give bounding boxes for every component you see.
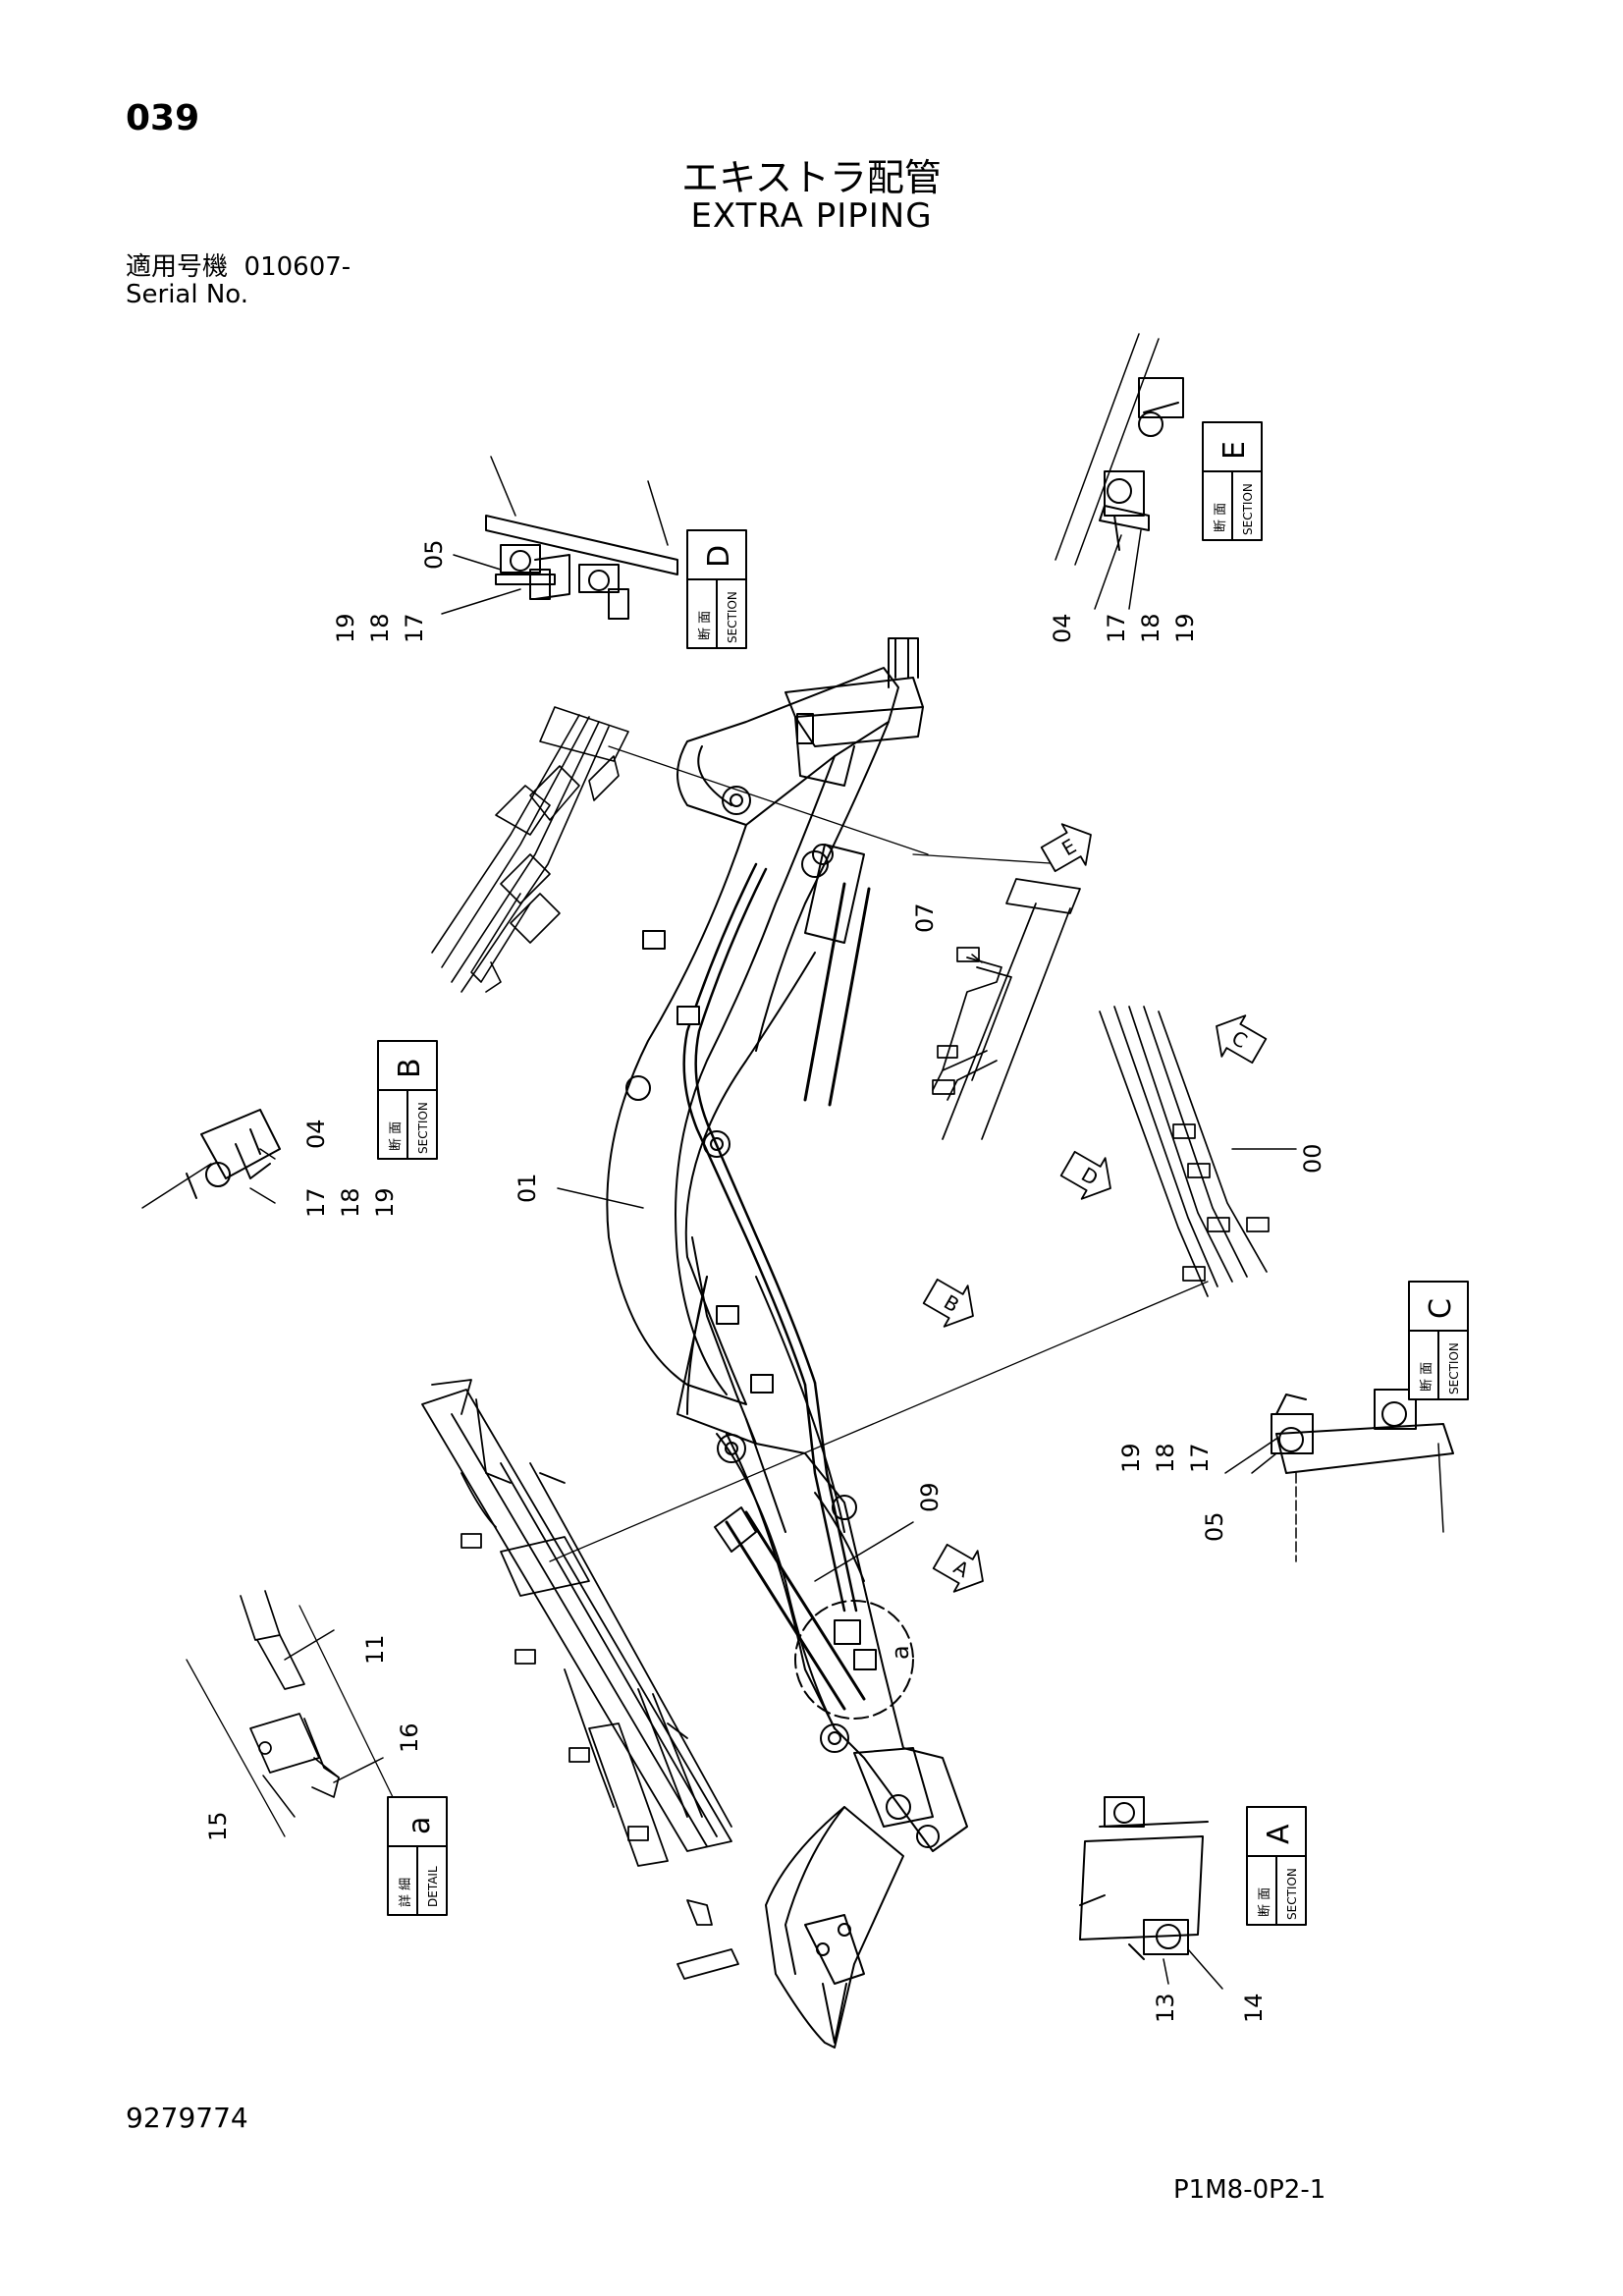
- serial-label-jp: 適用号機: [126, 252, 229, 282]
- boom-arm-assembly: a: [606, 637, 968, 2049]
- section-box-a: 断 面 SECTION A: [1246, 1806, 1307, 1926]
- section-box-b: 断 面 SECTION B: [377, 1040, 438, 1160]
- part-label: 17: [1103, 613, 1130, 643]
- svg-text:C: C: [1424, 1298, 1458, 1319]
- section-cut-lines: [549, 745, 1209, 1562]
- svg-text:断 面: 断 面: [698, 611, 713, 640]
- section-c-view: [1271, 1389, 1454, 1562]
- section-box-d: 断 面 SECTION D: [686, 529, 747, 649]
- section-b-view: [141, 1109, 281, 1209]
- page-number: 039: [126, 98, 200, 138]
- part-label: 19: [332, 613, 359, 643]
- svg-text:詳 細: 詳 細: [398, 1878, 413, 1907]
- part-label: 18: [1137, 613, 1164, 643]
- part-label: 19: [1171, 613, 1199, 643]
- part-label: 14: [1240, 1993, 1268, 2023]
- svg-text:SECTION: SECTION: [726, 591, 739, 643]
- view-arrow-e: E: [1040, 823, 1092, 873]
- part-label: 05: [1201, 1511, 1228, 1542]
- serial-label-en: Serial No.: [126, 280, 248, 309]
- part-label: 17: [401, 613, 428, 643]
- svg-text:a: a: [403, 1817, 437, 1834]
- document-number: 9279774: [126, 2102, 248, 2134]
- part-label: 07: [911, 902, 939, 933]
- view-arrow-b: B: [922, 1278, 974, 1328]
- part-label: 15: [204, 1811, 232, 1841]
- svg-text:断 面: 断 面: [1214, 503, 1228, 532]
- section-box-e: 断 面 SECTION E: [1202, 421, 1263, 541]
- part-label: 13: [1152, 1993, 1179, 2023]
- title-english: EXTRA PIPING: [690, 196, 933, 236]
- part-labels: 05 19 18 17 04 17 18 19 04 17 18 19 05 1…: [204, 539, 1326, 2023]
- svg-text:SECTION: SECTION: [1285, 1868, 1299, 1920]
- arm-side-view: [421, 1379, 739, 1980]
- view-arrow-d: D: [1059, 1150, 1111, 1200]
- section-e-view: [1055, 333, 1184, 566]
- svg-text:B: B: [393, 1058, 427, 1078]
- view-arrows: E C D B A: [922, 823, 1268, 1593]
- svg-text:D: D: [702, 545, 736, 568]
- svg-text:A: A: [1262, 1824, 1296, 1844]
- part-label: 19: [1117, 1443, 1145, 1473]
- svg-text:DETAIL: DETAIL: [426, 1866, 440, 1907]
- boom-base-pipe-view: [431, 706, 629, 993]
- view-arrow-a: A: [932, 1543, 984, 1593]
- part-label: 17: [302, 1187, 330, 1218]
- svg-text:断 面: 断 面: [1420, 1362, 1434, 1392]
- svg-text:断 面: 断 面: [389, 1121, 404, 1151]
- svg-text:SECTION: SECTION: [1447, 1342, 1461, 1394]
- view-07-bracket: [932, 878, 1081, 1140]
- detail-a-view: [186, 1590, 394, 1837]
- serial-line-1: 適用号機 010607-: [126, 253, 351, 281]
- view-00-pipes: [1099, 1006, 1270, 1297]
- svg-text:E: E: [1217, 441, 1252, 460]
- svg-text:SECTION: SECTION: [416, 1102, 430, 1154]
- view-arrow-c: C: [1216, 1014, 1268, 1065]
- part-label: 00: [1299, 1143, 1326, 1174]
- part-label: 16: [396, 1722, 423, 1753]
- part-label: 05: [420, 539, 448, 570]
- part-label: 11: [361, 1634, 389, 1665]
- sheet-code: P1M8-0P2-1: [1173, 2175, 1326, 2205]
- part-label: 19: [371, 1187, 399, 1218]
- part-label: 09: [916, 1482, 944, 1512]
- section-d-view: [485, 456, 678, 620]
- part-label: 04: [1049, 613, 1076, 643]
- svg-text:断 面: 断 面: [1258, 1887, 1272, 1917]
- part-label: 01: [514, 1173, 541, 1203]
- section-a-view: [1079, 1796, 1209, 1960]
- serial-block: 適用号機 010607- Serial No.: [126, 253, 351, 308]
- svg-text:SECTION: SECTION: [1241, 483, 1255, 535]
- serial-value: 010607-: [243, 252, 352, 282]
- leader-lines: [249, 529, 1297, 1990]
- part-label: 18: [1152, 1443, 1179, 1473]
- part-label: 18: [366, 613, 394, 643]
- part-label: 04: [302, 1119, 330, 1149]
- title-japanese: エキストラ配管: [681, 156, 942, 199]
- part-label: 17: [1186, 1443, 1214, 1473]
- section-boxes: 断 面 SECTION D 断 面 SECTION E 断 面 SECTION …: [377, 421, 1469, 1926]
- detail-circle-label: a: [887, 1645, 914, 1660]
- detail-box-a: 詳 細 DETAIL a: [387, 1796, 448, 1916]
- part-label: 18: [337, 1187, 364, 1218]
- section-box-c: 断 面 SECTION C: [1408, 1281, 1469, 1400]
